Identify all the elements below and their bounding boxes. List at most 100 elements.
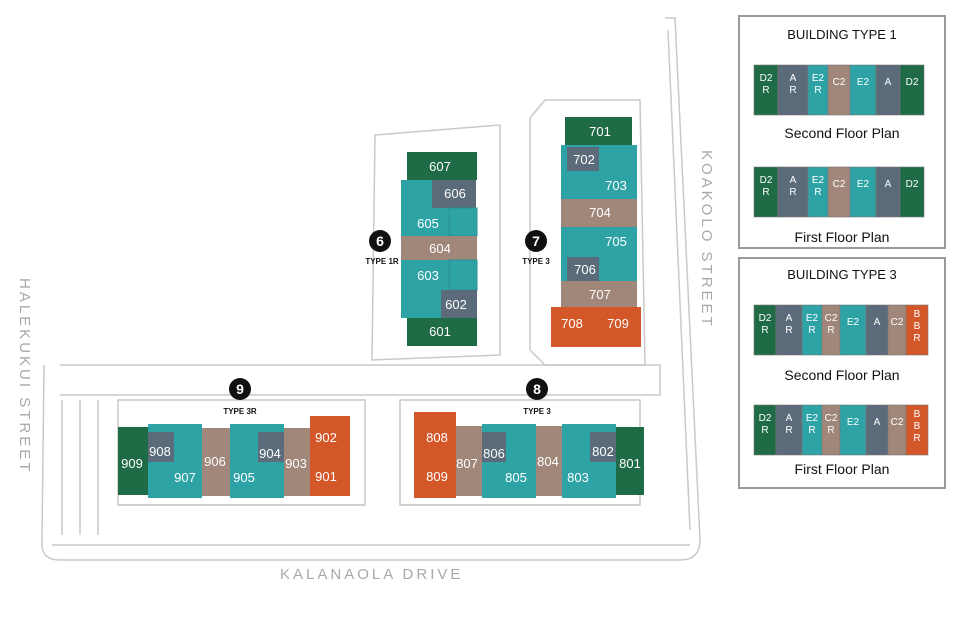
plan-unit-label-legend-type1-second_units-5-0: A xyxy=(885,77,892,88)
unit-909[interactable] xyxy=(118,427,148,495)
unit-604[interactable] xyxy=(401,236,477,260)
building-9-marker xyxy=(229,378,251,400)
plan-unit-label-legend-type3-first_units-1-0: A xyxy=(786,413,793,424)
unit-707[interactable] xyxy=(561,281,637,307)
plan-unit-legend-type1-first_units-6 xyxy=(899,166,925,218)
legend-type-3-title: BUILDING TYPE 3 xyxy=(787,267,897,282)
plan-unit-legend-type3-first_units-4 xyxy=(839,404,867,456)
plan-unit-label-legend-type1-second_units-1-0: A xyxy=(790,73,797,84)
plan-unit-label-legend-type3-first_units-0-1: R xyxy=(761,425,768,436)
plan-unit-label-legend-type3-second_units-3-1: R xyxy=(827,325,834,336)
unit-606-label: 606 xyxy=(444,186,466,201)
plan-unit-label-legend-type1-first_units-0-0: D2 xyxy=(760,175,773,186)
type-1-second-floor-caption: Second Floor Plan xyxy=(784,125,900,141)
plan-unit-label-legend-type1-first_units-2-0: E2 xyxy=(812,175,825,186)
unit-909-label: 909 xyxy=(121,456,143,471)
type-3-second-floor-caption: Second Floor Plan xyxy=(784,367,900,383)
plan-unit-label-legend-type1-second_units-4-0: E2 xyxy=(857,77,870,88)
unit-809[interactable] xyxy=(414,460,456,498)
site-map: 607 606 605 604 603 602 601 6 TYPE 1R 70… xyxy=(16,17,715,583)
unit-702-label-b: 702 xyxy=(573,152,595,167)
plan-unit-label-legend-type1-first_units-6-0: D2 xyxy=(906,179,919,190)
unit-601[interactable] xyxy=(407,318,477,346)
unit-901[interactable] xyxy=(310,458,350,496)
plan-unit-legend-type3-second_units-1 xyxy=(775,304,803,356)
unit-605-label: 605 xyxy=(417,216,439,231)
plan-unit-legend-type3-second_units-4 xyxy=(839,304,867,356)
unit-708-label: 708 xyxy=(561,316,583,331)
plan-unit-legend-type3-first_units-5 xyxy=(865,404,889,456)
road-outlines xyxy=(41,17,701,561)
building-6[interactable]: 607 606 605 604 603 602 601 6 TYPE 1R xyxy=(365,152,478,346)
building-8-number: 8 xyxy=(533,381,541,397)
plan-unit-legend-type3-first_units-6 xyxy=(887,404,907,456)
unit-803-label: 803 xyxy=(567,470,589,485)
plan-unit-legend-type1-second_units-1 xyxy=(777,64,809,116)
unit-701[interactable] xyxy=(565,117,632,145)
unit-801[interactable] xyxy=(616,427,644,495)
plan-unit-label-legend-type1-second_units-0-1: R xyxy=(762,85,769,96)
unit-904-label: 904 xyxy=(259,446,281,461)
unit-808[interactable] xyxy=(414,412,456,460)
plan-unit-label-legend-type3-first_units-2-0: E2 xyxy=(806,413,819,424)
building-7-type: TYPE 3 xyxy=(522,257,550,266)
unit-903[interactable] xyxy=(284,428,310,496)
building-6-type: TYPE 1R xyxy=(365,257,399,266)
plan-unit-legend-type1-first_units-5 xyxy=(875,166,901,218)
building-7-marker xyxy=(525,230,547,252)
plan-unit-legend-type3-second_units-7 xyxy=(905,304,929,356)
plan-unit-label-legend-type1-first_units-4-0: E2 xyxy=(857,179,870,190)
street-kalanaola: KALANAOLA DRIVE xyxy=(280,566,463,583)
building-8-marker xyxy=(526,378,548,400)
plan-unit-legend-type1-second_units-4 xyxy=(849,64,877,116)
plan-unit-label-legend-type1-first_units-0-1: R xyxy=(762,187,769,198)
unit-607[interactable] xyxy=(407,152,477,180)
unit-709[interactable] xyxy=(595,307,641,347)
building-9[interactable]: 909 908 908 907 906 905 904 903 902 901 … xyxy=(118,378,350,498)
plan-unit-label-legend-type1-first_units-1-0: A xyxy=(790,175,797,186)
plan-unit-legend-type1-first_units-1 xyxy=(777,166,809,218)
plan-unit-label-legend-type3-first_units-7-1: B xyxy=(914,421,921,432)
plan-unit-label-legend-type3-second_units-2-1: R xyxy=(808,325,815,336)
unit-907-label: 907 xyxy=(174,470,196,485)
plan-unit-label-legend-type1-second_units-1-1: R xyxy=(789,85,796,96)
unit-804-label: 804 xyxy=(537,454,559,469)
unit-604-label: 604 xyxy=(429,241,451,256)
unit-606[interactable] xyxy=(432,180,476,208)
unit-906[interactable] xyxy=(202,428,230,496)
unit-902[interactable] xyxy=(310,416,350,458)
plan-unit-label-legend-type3-first_units-1-1: R xyxy=(785,425,792,436)
unit-701-label: 701 xyxy=(589,124,611,139)
unit-801-label: 801 xyxy=(619,456,641,471)
building-6-marker xyxy=(369,230,391,252)
plan-unit-label-legend-type3-second_units-0-0: D2 xyxy=(759,313,772,324)
unit-806-label: 806 xyxy=(483,446,505,461)
building-8-type: TYPE 3 xyxy=(523,407,551,416)
plan-unit-label-legend-type1-second_units-6-0: D2 xyxy=(906,77,919,88)
building-7-number: 7 xyxy=(532,233,540,249)
plan-unit-label-legend-type3-second_units-5-0: A xyxy=(874,317,881,328)
unit-607-label: 607 xyxy=(429,159,451,174)
plan-unit-label-legend-type3-first_units-7-0: B xyxy=(914,409,921,420)
plan-unit-legend-type1-second_units-0 xyxy=(753,64,779,116)
building-7[interactable]: 701 702 702 703 704 705 706 707 708 709 … xyxy=(522,117,641,347)
unit-804[interactable] xyxy=(536,426,562,496)
plan-unit-legend-type1-second_units-6 xyxy=(899,64,925,116)
unit-703-label: 703 xyxy=(605,178,627,193)
unit-802-label: 802 xyxy=(592,444,614,459)
unit-906-label: 906 xyxy=(204,454,226,469)
building-8[interactable]: 808 809 807 806 805 804 803 802 801 8 TY… xyxy=(414,378,644,498)
unit-704-label: 704 xyxy=(589,205,611,220)
unit-704[interactable] xyxy=(561,199,637,227)
plan-unit-legend-type3-first_units-7 xyxy=(905,404,929,456)
plan-unit-label-legend-type3-first_units-3-0: C2 xyxy=(825,413,838,424)
plan-unit-label-legend-type3-first_units-2-1: R xyxy=(808,425,815,436)
unit-708[interactable] xyxy=(551,307,595,347)
unit-807[interactable] xyxy=(456,426,482,496)
plan-unit-legend-type1-second_units-5 xyxy=(875,64,901,116)
unit-602[interactable] xyxy=(441,290,477,318)
